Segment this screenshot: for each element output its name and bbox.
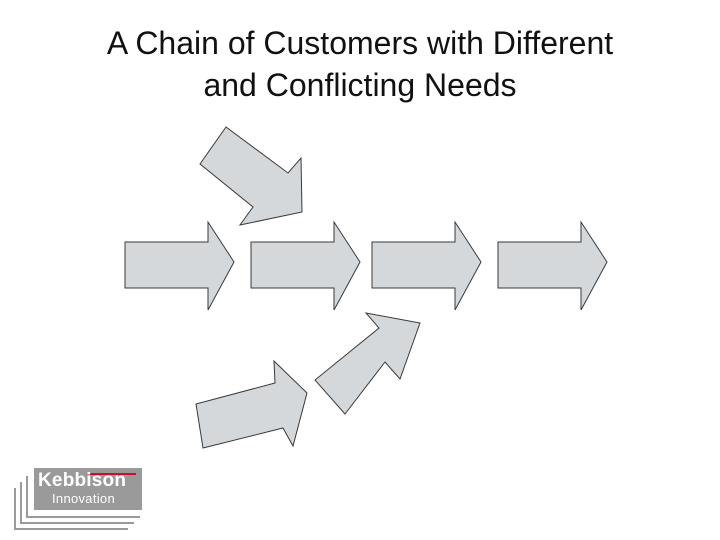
- kebbison-logo: Kebbison Innovation: [14, 468, 144, 530]
- chain-arrow-3: [371, 220, 482, 311]
- chain-arrow-1: [124, 220, 235, 311]
- logo-accent-line: [90, 473, 136, 475]
- title-line-1: A Chain of Customers with Different: [106, 25, 614, 61]
- chain-arrow-4: [497, 220, 608, 311]
- slide-title: A Chain of Customers with Different and …: [0, 22, 720, 106]
- logo-frame-3: [14, 488, 128, 530]
- feeder-arrow-top: [199, 126, 303, 226]
- feeder-arrow-bottom-right: [314, 312, 421, 415]
- chain-arrow-2: [250, 220, 361, 311]
- logo-name: Kebbison: [38, 470, 127, 491]
- logo-frame-1: [26, 476, 140, 518]
- logo-frame-2: [20, 482, 134, 524]
- logo-subtitle: Innovation: [52, 491, 115, 506]
- title-line-2: and Conflicting Needs: [203, 67, 517, 103]
- feeder-arrow-bottom-left: [195, 359, 308, 449]
- logo-box: [34, 468, 142, 510]
